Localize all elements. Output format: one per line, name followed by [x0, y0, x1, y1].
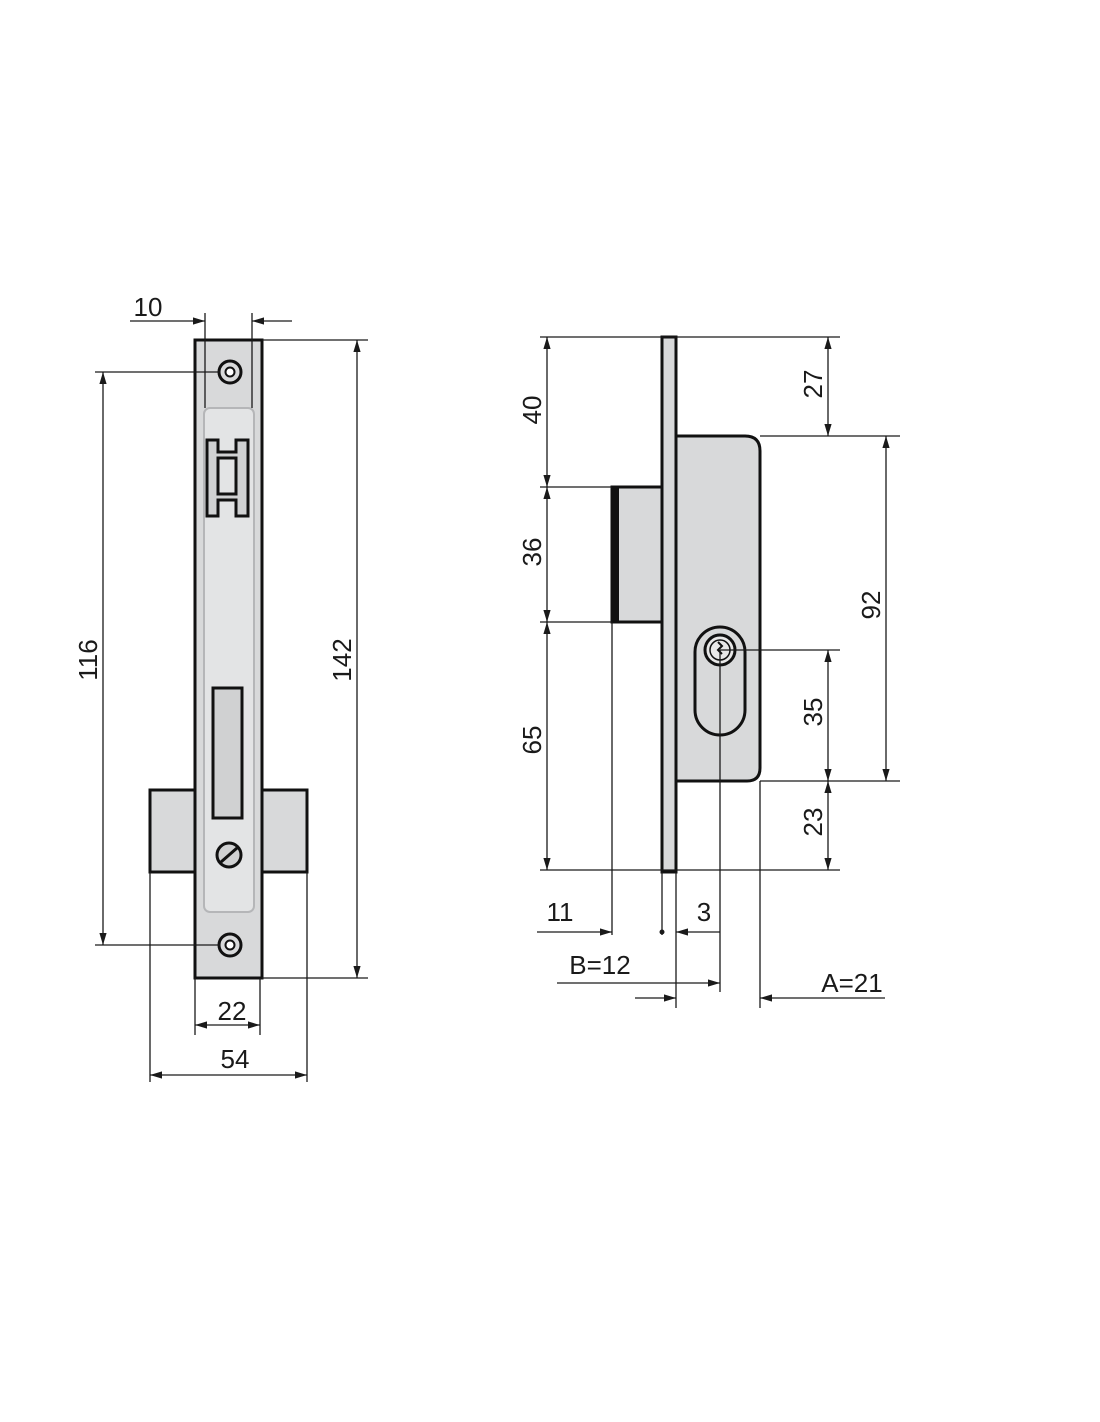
dim-label-54: 54 [221, 1044, 250, 1074]
dim-label-22: 22 [218, 996, 247, 1026]
dim-label-35: 35 [798, 698, 828, 727]
dim-label-142: 142 [327, 638, 357, 681]
deadbolt [610, 485, 664, 624]
dim-label-36: 36 [517, 538, 547, 567]
slotted-screw-icon [215, 841, 243, 869]
dim-label-b12: B=12 [569, 950, 630, 980]
dim-label-65: 65 [517, 726, 547, 755]
dim-label-27: 27 [798, 370, 828, 399]
dim-label-40: 40 [517, 396, 547, 425]
dim-label-3: 3 [697, 897, 711, 927]
dim-label-23: 23 [798, 808, 828, 837]
dim-dot [659, 929, 665, 935]
dim-label-10: 10 [134, 292, 163, 322]
faceplate-side [660, 335, 678, 874]
front-view: 10 116 142 22 54 [73, 292, 368, 1082]
dim-label-116: 116 [73, 639, 103, 680]
dim-label-11: 11 [547, 897, 574, 927]
dim-label-92: 92 [856, 591, 886, 620]
deadbolt-slot [211, 686, 244, 820]
deadbolt-edge [612, 487, 619, 622]
dim-label-a21: A=21 [821, 968, 882, 998]
side-view: 40 36 65 27 35 23 92 11 3 B=12 A=21 [517, 335, 900, 1008]
latch-h-shape [205, 438, 250, 518]
